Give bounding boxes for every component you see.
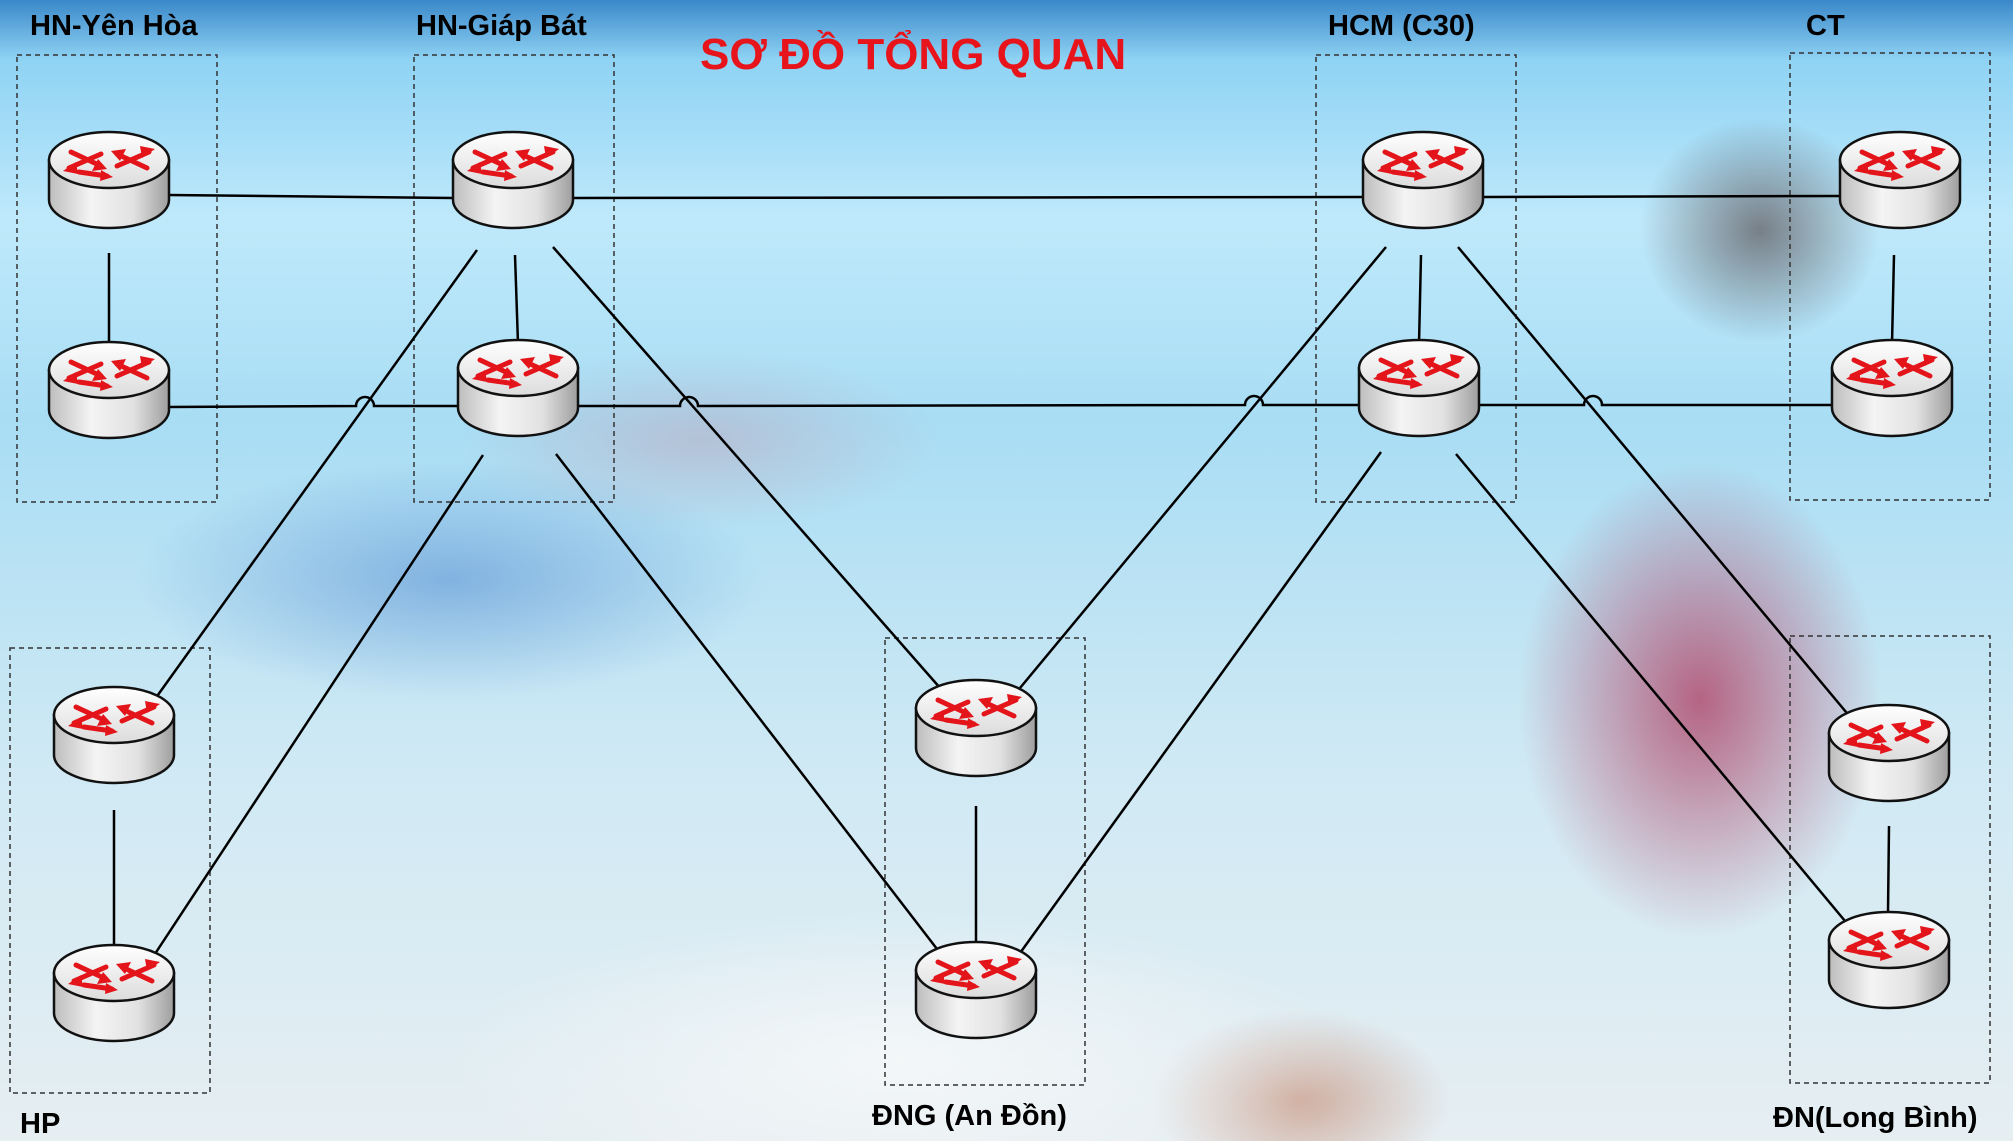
router-icon[interactable] (49, 342, 169, 438)
router-icon[interactable] (916, 680, 1036, 776)
link-gb1-dng1 (552, 246, 949, 698)
router-icon[interactable] (916, 942, 1036, 1038)
site-box-yen-hoa (16, 54, 218, 503)
router-icon[interactable] (1359, 340, 1479, 436)
site-box-dn-long-binh (1789, 635, 1991, 1084)
link-gb2-dng2 (555, 453, 948, 963)
site-box-giap-bat (413, 54, 615, 503)
site-box-hp (9, 647, 211, 1094)
link-gb1-gb2 (513, 254, 520, 345)
router-icon[interactable] (453, 132, 573, 228)
site-label-dng: ĐNG (An Đồn) (872, 1100, 1067, 1132)
link-hcm1-dng1 (1014, 246, 1387, 695)
links (107, 193, 1896, 964)
router-icon[interactable] (54, 945, 174, 1041)
router-icon[interactable] (1829, 912, 1949, 1008)
site-label-hcm: HCM (C30) (1328, 10, 1475, 42)
router-icon[interactable] (1840, 132, 1960, 228)
link-yh1-gb1 (167, 193, 454, 200)
diagram-title: SƠ ĐỒ TỔNG QUAN (700, 30, 1127, 79)
link-hcm1-hcm2 (1417, 254, 1423, 345)
link-hcm2-dnlb2 (1455, 453, 1851, 928)
site-label-dn-long-binh: ĐN(Long Bình) (1773, 1102, 1978, 1134)
router-icon[interactable] (1363, 132, 1483, 228)
router-icon[interactable] (1832, 340, 1952, 436)
link-yh2-gb2 (167, 395, 459, 409)
link-hcm2-dng2 (1013, 451, 1383, 961)
link-ct1-ct2 (1890, 254, 1896, 345)
link-gb1-hcm1 (572, 195, 1364, 200)
router-icon[interactable] (1829, 705, 1949, 801)
site-label-giap-bat: HN-Giáp Bát (416, 10, 587, 42)
link-hcm1-ct1 (1482, 194, 1841, 199)
router-icon[interactable] (49, 132, 169, 228)
link-hcm2-ct2 (1478, 394, 1832, 407)
link-gb2-hcm2 (578, 394, 1360, 408)
routers (49, 132, 1960, 1041)
router-icon[interactable] (458, 340, 578, 436)
site-box-ct (1789, 52, 1991, 501)
router-icon[interactable] (54, 687, 174, 783)
link-hcm1-dnlb1 (1457, 246, 1852, 719)
site-label-yen-hoa: HN-Yên Hòa (30, 10, 198, 42)
link-dnlb1-dnlb2 (1886, 825, 1891, 913)
site-label-ct: CT (1806, 10, 1845, 42)
link-gb1-hp1 (148, 249, 479, 707)
link-gb2-hp2 (147, 454, 485, 964)
site-label-hp: HP (20, 1108, 61, 1140)
site-box-hcm (1315, 54, 1517, 503)
